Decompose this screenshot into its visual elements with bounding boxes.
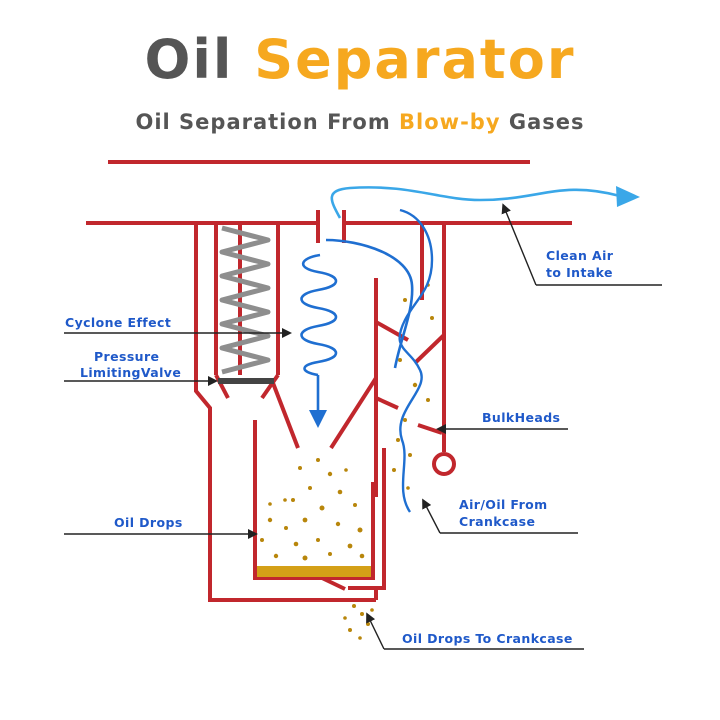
subtitle-part2: Gases (500, 110, 585, 134)
oil-drops-cup (260, 458, 365, 561)
leader-lines (64, 203, 662, 650)
page-subtitle: Oil Separation From Blow-by Gases (0, 108, 720, 136)
pressure-valve-ring (432, 452, 456, 476)
oil-pool (257, 566, 371, 577)
cyclone-airflow (300, 238, 414, 428)
subtitle-part1: Oil Separation From (135, 110, 400, 134)
oil-drops-drain (343, 604, 374, 640)
valve-seat (218, 378, 274, 384)
page-title: Oil Separator (0, 28, 720, 92)
clean-air-flow (330, 186, 640, 219)
air-oil-path (398, 208, 434, 513)
label-cyclone-effect: Cyclone Effect (65, 315, 171, 330)
label-oil-drops: Oil Drops (114, 515, 183, 530)
label-pressure-1: Pressure (94, 349, 159, 364)
label-air-oil-1: Air/Oil From (459, 497, 548, 512)
label-air-oil-2: Crankcase (459, 514, 535, 529)
label-clean-air-1: Clean Air (546, 248, 614, 263)
pressure-spring (219, 225, 271, 375)
oil-drops-baffle (392, 283, 434, 490)
separator-housing (86, 210, 572, 602)
title-word-oil: Oil (144, 28, 234, 91)
subtitle-highlight: Blow-by (399, 110, 501, 134)
title-word-separator: Separator (254, 28, 576, 91)
label-oil-drops-crankcase: Oil Drops To Crankcase (402, 631, 573, 646)
label-clean-air-2: to Intake (546, 265, 613, 280)
label-pressure-2: LimitingValve (80, 365, 181, 380)
label-bulkheads: BulkHeads (482, 410, 560, 425)
